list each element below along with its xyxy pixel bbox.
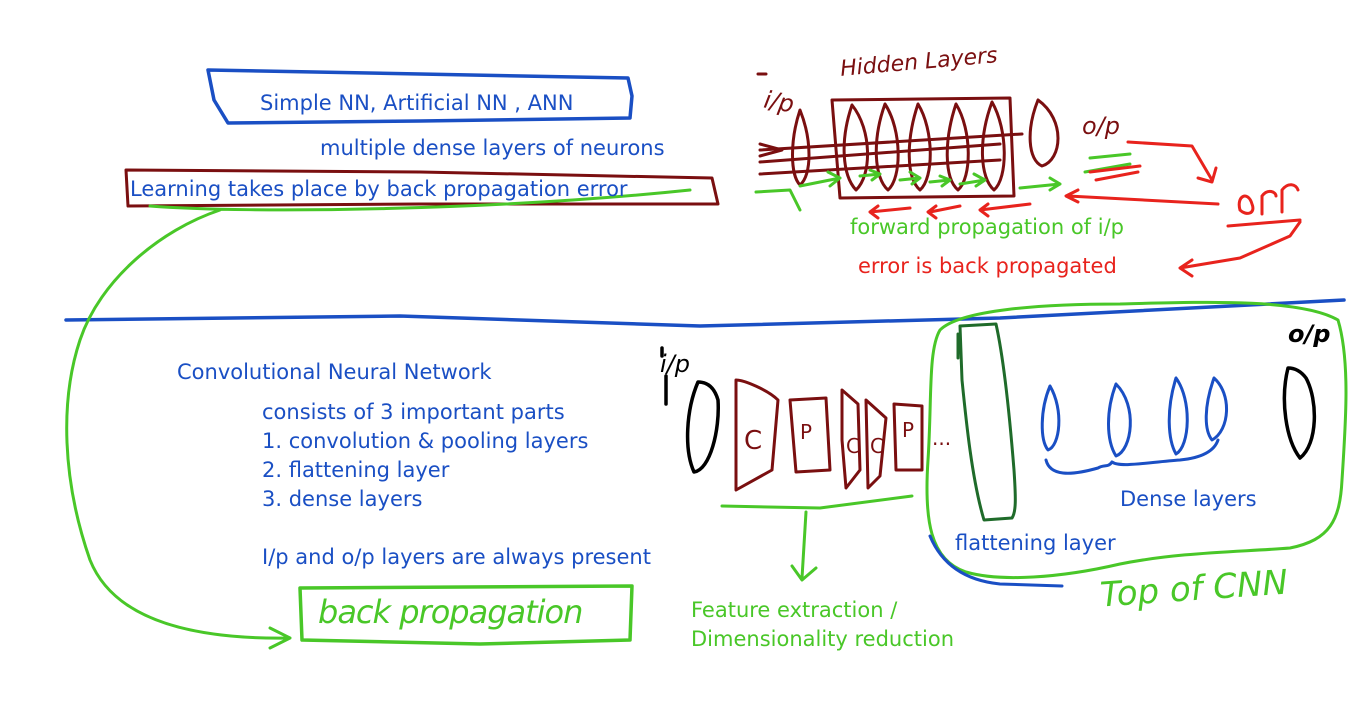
back-propagation-link: [65, 188, 692, 650]
back-propagation-handwritten: back propagation: [318, 593, 583, 631]
back-propagation-box: [298, 584, 634, 646]
learning-line: Learning takes place by back propagation…: [130, 177, 628, 201]
ann-hidden-layer: [874, 102, 900, 192]
ann-output-layer: [1028, 98, 1060, 168]
feature-extraction-arrow: [720, 494, 914, 582]
cnn-part-3: 3. dense layers: [262, 487, 423, 511]
cnn-conv-pool-layers: [734, 378, 924, 492]
forward-propagation-label: forward propagation of i/p: [850, 215, 1124, 239]
io-layers-note: I/p and o/p layers are always present: [262, 545, 651, 569]
pool-layer-p-label: P: [800, 420, 813, 444]
ann-title: Simple NN, Artificial NN , ANN: [260, 91, 574, 115]
forward-propagation-arrows: [754, 152, 1132, 212]
cnn-output-layer: [1282, 366, 1317, 460]
error-back-propagated-label: error is back propagated: [858, 254, 1117, 278]
feature-extraction-label: Feature extraction /: [691, 598, 898, 622]
ann-op-handwritten: o/p: [1082, 112, 1121, 140]
dimensionality-reduction-label: Dimensionality reduction: [691, 627, 955, 651]
cnn-op-handwritten: o/p: [1288, 320, 1331, 348]
conv-layer-c-label-3: C: [870, 434, 884, 458]
cnn-part-1: 1. convolution & pooling layers: [262, 429, 589, 453]
dense-layers-line: multiple dense layers of neurons: [320, 136, 665, 160]
dense-brace: [1044, 438, 1220, 475]
conv-layer-c-label-2: C: [846, 434, 860, 458]
dense-layers-label: Dense layers: [1120, 487, 1257, 511]
ann-hidden-box: [830, 96, 1016, 200]
ann-ip-handwritten: i/p: [761, 85, 797, 119]
err-word: [1237, 183, 1300, 216]
ann-title-box: [206, 68, 634, 125]
cnn-title: Convolutional Neural Network: [177, 360, 492, 384]
cnn-input-layer: [660, 346, 720, 474]
flattening-layer-label: flattening layer: [955, 531, 1116, 555]
ann-diagram: [756, 72, 1060, 200]
ann-hidden-layer: [945, 102, 970, 192]
cnn-dense-layers: [1040, 376, 1228, 475]
cnn-part-2: 2. flattening layer: [262, 458, 450, 482]
ann-hidden-layer: [842, 103, 869, 192]
learning-line-box: [124, 168, 720, 208]
error-arrows: [868, 140, 1302, 278]
top-of-cnn-outline: [925, 300, 1348, 580]
layers-ellipsis: ...: [932, 426, 952, 450]
ann-hidden-layer: [907, 102, 932, 192]
cnn-parts-intro: consists of 3 important parts: [262, 400, 565, 424]
flattening-layer-shape: [958, 322, 1017, 522]
cnn-ip-handwritten: i/p: [660, 350, 690, 378]
pool-layer-p-label-2: P: [902, 418, 915, 442]
section-divider: [64, 298, 1346, 328]
conv-layer-c-label: C: [744, 426, 763, 456]
flattening-underline: [928, 534, 1064, 588]
